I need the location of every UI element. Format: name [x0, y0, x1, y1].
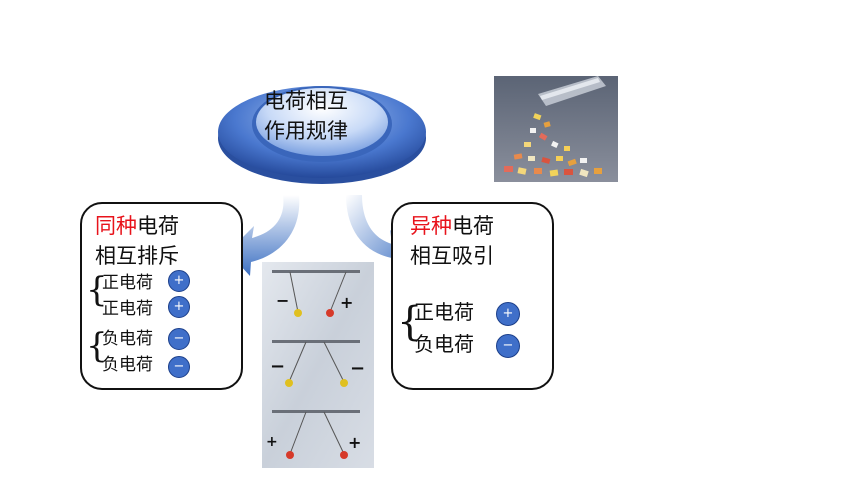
positive-charge-ball-icon: + [496, 302, 520, 326]
left-box-title-line2: 相互排斥 [95, 244, 179, 268]
brace-icon: { [86, 270, 108, 310]
left-box-same-charges [80, 202, 243, 390]
left-arrow [228, 195, 300, 276]
positive-charge-ball-icon: + [168, 270, 190, 292]
center-title-line2: 作用规律 [264, 119, 348, 143]
experiment-sign: − [276, 291, 289, 310]
brace-icon: { [86, 326, 108, 366]
right-item-label: 负电荷 [414, 332, 474, 356]
center-disc [218, 86, 426, 184]
left-item-label: 负电荷 [102, 355, 153, 375]
experiment-sign: + [266, 434, 278, 450]
negative-charge-ball-icon: − [496, 334, 520, 358]
right-item-label: 正电荷 [414, 300, 474, 324]
experiment-sign: − [270, 356, 285, 377]
left-item-label: 正电荷 [102, 273, 153, 293]
brace-icon: { [397, 299, 423, 345]
left-item-label: 负电荷 [102, 329, 153, 349]
right-box-opposite-charges [391, 202, 554, 390]
right-box-title-highlight: 异种 [410, 214, 452, 238]
experiment-sign: + [340, 293, 353, 312]
experiment-sign: − [350, 358, 365, 379]
pith-ball-experiment-image: − + − − + + [262, 262, 374, 468]
positive-charge-ball-icon: + [168, 296, 190, 318]
right-box-title-line1: 异种电荷 [410, 211, 494, 241]
left-box-title-highlight: 同种 [95, 214, 137, 238]
negative-charge-ball-icon: − [168, 328, 190, 350]
left-box-title-rest: 电荷 [137, 214, 179, 238]
experiment-sign: + [348, 433, 361, 452]
left-item-label: 正电荷 [102, 299, 153, 319]
right-box-title-line2: 相互吸引 [410, 244, 494, 268]
left-box-title-line1: 同种电荷 [95, 211, 179, 241]
negative-charge-ball-icon: − [168, 356, 190, 378]
right-box-title-rest: 电荷 [452, 214, 494, 238]
paper-scraps-photo [494, 76, 618, 182]
center-title-line1: 电荷相互 [264, 89, 348, 113]
